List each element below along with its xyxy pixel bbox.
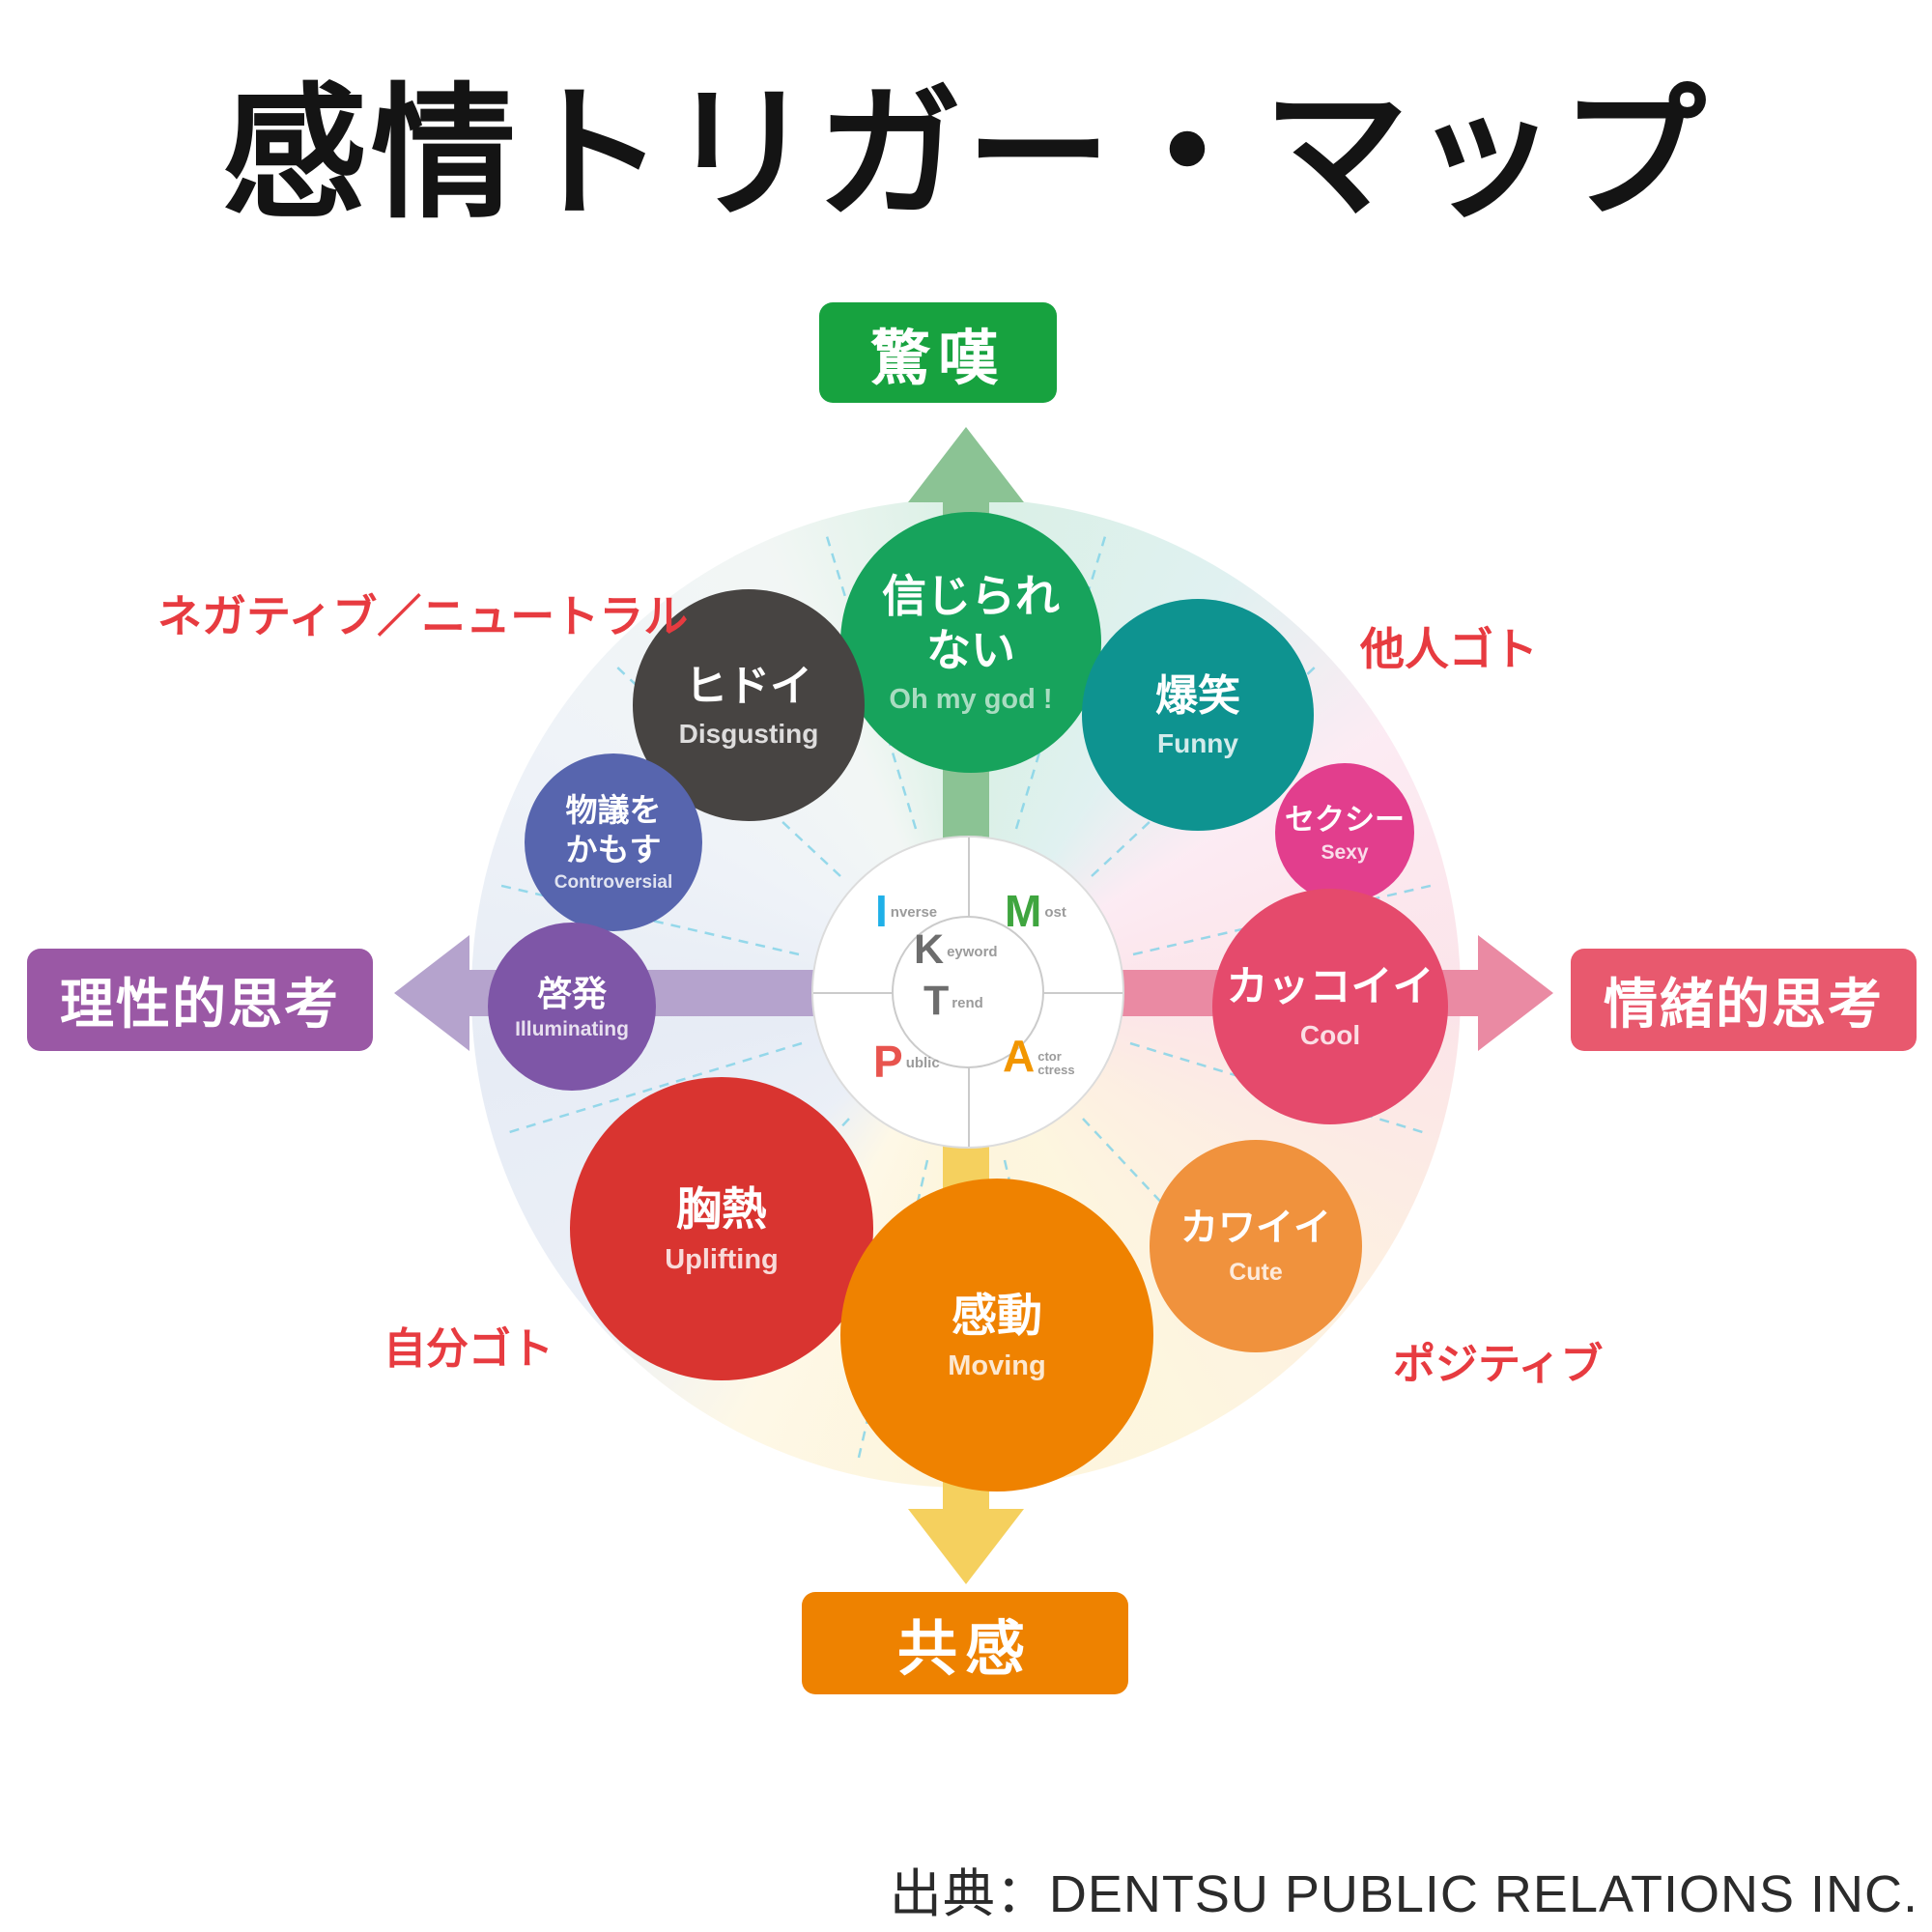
quadrant-label-self: 自分ゴト	[384, 1325, 554, 1373]
hub-item-inverse: I nverse	[875, 886, 938, 936]
hub-item-public: P ublic	[873, 1037, 940, 1087]
center-hub: I nverse M ost K eyword T rend P ublic A…	[811, 836, 1124, 1149]
hub-item-keyword: K eyword	[914, 926, 998, 973]
hub-inner-ring	[892, 916, 1044, 1068]
source-note: 出典：DENTSU PUBLIC RELATIONS INC.	[889, 1865, 1918, 1923]
emotion-jp-label: カッコイイ	[1226, 964, 1435, 1011]
quadrant-label-negative-neutral: ネガティブ／ニュートラル	[157, 591, 689, 641]
emotion-circle-funny: 爆笑 Funny	[1082, 599, 1314, 831]
emotion-en-label: Disgusting	[678, 719, 819, 750]
hub-letter: M	[1005, 886, 1042, 936]
quadrant-label-positive: ポジティブ	[1393, 1341, 1604, 1388]
emotion-en-label: Moving	[948, 1350, 1046, 1381]
hub-word: rend	[952, 995, 983, 1011]
hub-letter: T	[923, 978, 950, 1024]
page-title: 感情トリガー・マップ	[221, 72, 1710, 235]
emotion-circle-illuminating: 啓発 Illuminating	[488, 923, 656, 1091]
emotion-jp-label: セクシー	[1285, 803, 1405, 838]
emotion-jp-label: 感動	[952, 1290, 1042, 1342]
hub-word: ost	[1044, 904, 1066, 921]
hub-word: eyword	[947, 944, 998, 960]
emotion-circle-cool: カッコイイ Cool	[1212, 889, 1448, 1124]
hub-word: ublic	[905, 1055, 940, 1071]
emotion-circle-moving: 感動 Moving	[840, 1179, 1153, 1492]
emotion-circle-cute: カワイイ Cute	[1150, 1140, 1362, 1352]
emotion-en-label: Cool	[1299, 1019, 1361, 1050]
emotion-en-label: Controversial	[554, 871, 673, 893]
quadrant-label-other-people: 他人ゴト	[1360, 624, 1538, 674]
emotion-jp-label: カワイイ	[1179, 1208, 1331, 1250]
emotion-circle-oh-my-god: 信じられ ない Oh my god !	[840, 512, 1101, 773]
emotion-jp-label: 爆笑	[1155, 671, 1240, 720]
emotion-en-label: Cute	[1229, 1259, 1283, 1287]
hub-item-most: M ost	[1005, 886, 1066, 936]
axis-badge-rational-thinking: 理性的思考	[27, 949, 373, 1051]
emotion-circle-sexy: セクシー Sexy	[1275, 763, 1414, 902]
hub-letter: I	[875, 886, 888, 936]
hub-letter: A	[1003, 1031, 1036, 1081]
emotion-jp-label: ない	[926, 625, 1015, 676]
hub-item-trend: T rend	[923, 978, 983, 1024]
emotion-circle-uplifting: 胸熱 Uplifting	[570, 1077, 873, 1380]
emotion-jp-label: ヒドイ	[685, 662, 812, 710]
axis-badge-amazement: 驚嘆	[819, 302, 1057, 403]
emotion-en-label: Uplifting	[665, 1243, 779, 1275]
emotion-jp-label: 物議を	[565, 792, 662, 829]
hub-word: nverse	[890, 904, 938, 921]
emotion-jp-label: 信じられ	[882, 570, 1060, 621]
emotion-en-label: Oh my god !	[889, 684, 1053, 716]
axis-badge-empathy: 共感	[802, 1592, 1128, 1694]
hub-word: ctress	[1037, 1062, 1075, 1077]
emotion-circle-controversial: 物議を かもす Controversial	[525, 753, 702, 931]
hub-word: ctor	[1037, 1049, 1062, 1064]
emotion-jp-label: 胸熱	[676, 1183, 767, 1236]
emotion-en-label: Illuminating	[515, 1018, 629, 1041]
emotion-jp-label: かもす	[565, 831, 662, 867]
emotion-en-label: Sexy	[1321, 840, 1369, 864]
hub-letter: K	[914, 926, 945, 973]
emotion-jp-label: 啓発	[536, 973, 607, 1013]
axis-badge-emotional-thinking: 情緒的思考	[1571, 949, 1917, 1051]
hub-letter: P	[873, 1037, 903, 1087]
emotion-en-label: Funny	[1157, 728, 1238, 759]
